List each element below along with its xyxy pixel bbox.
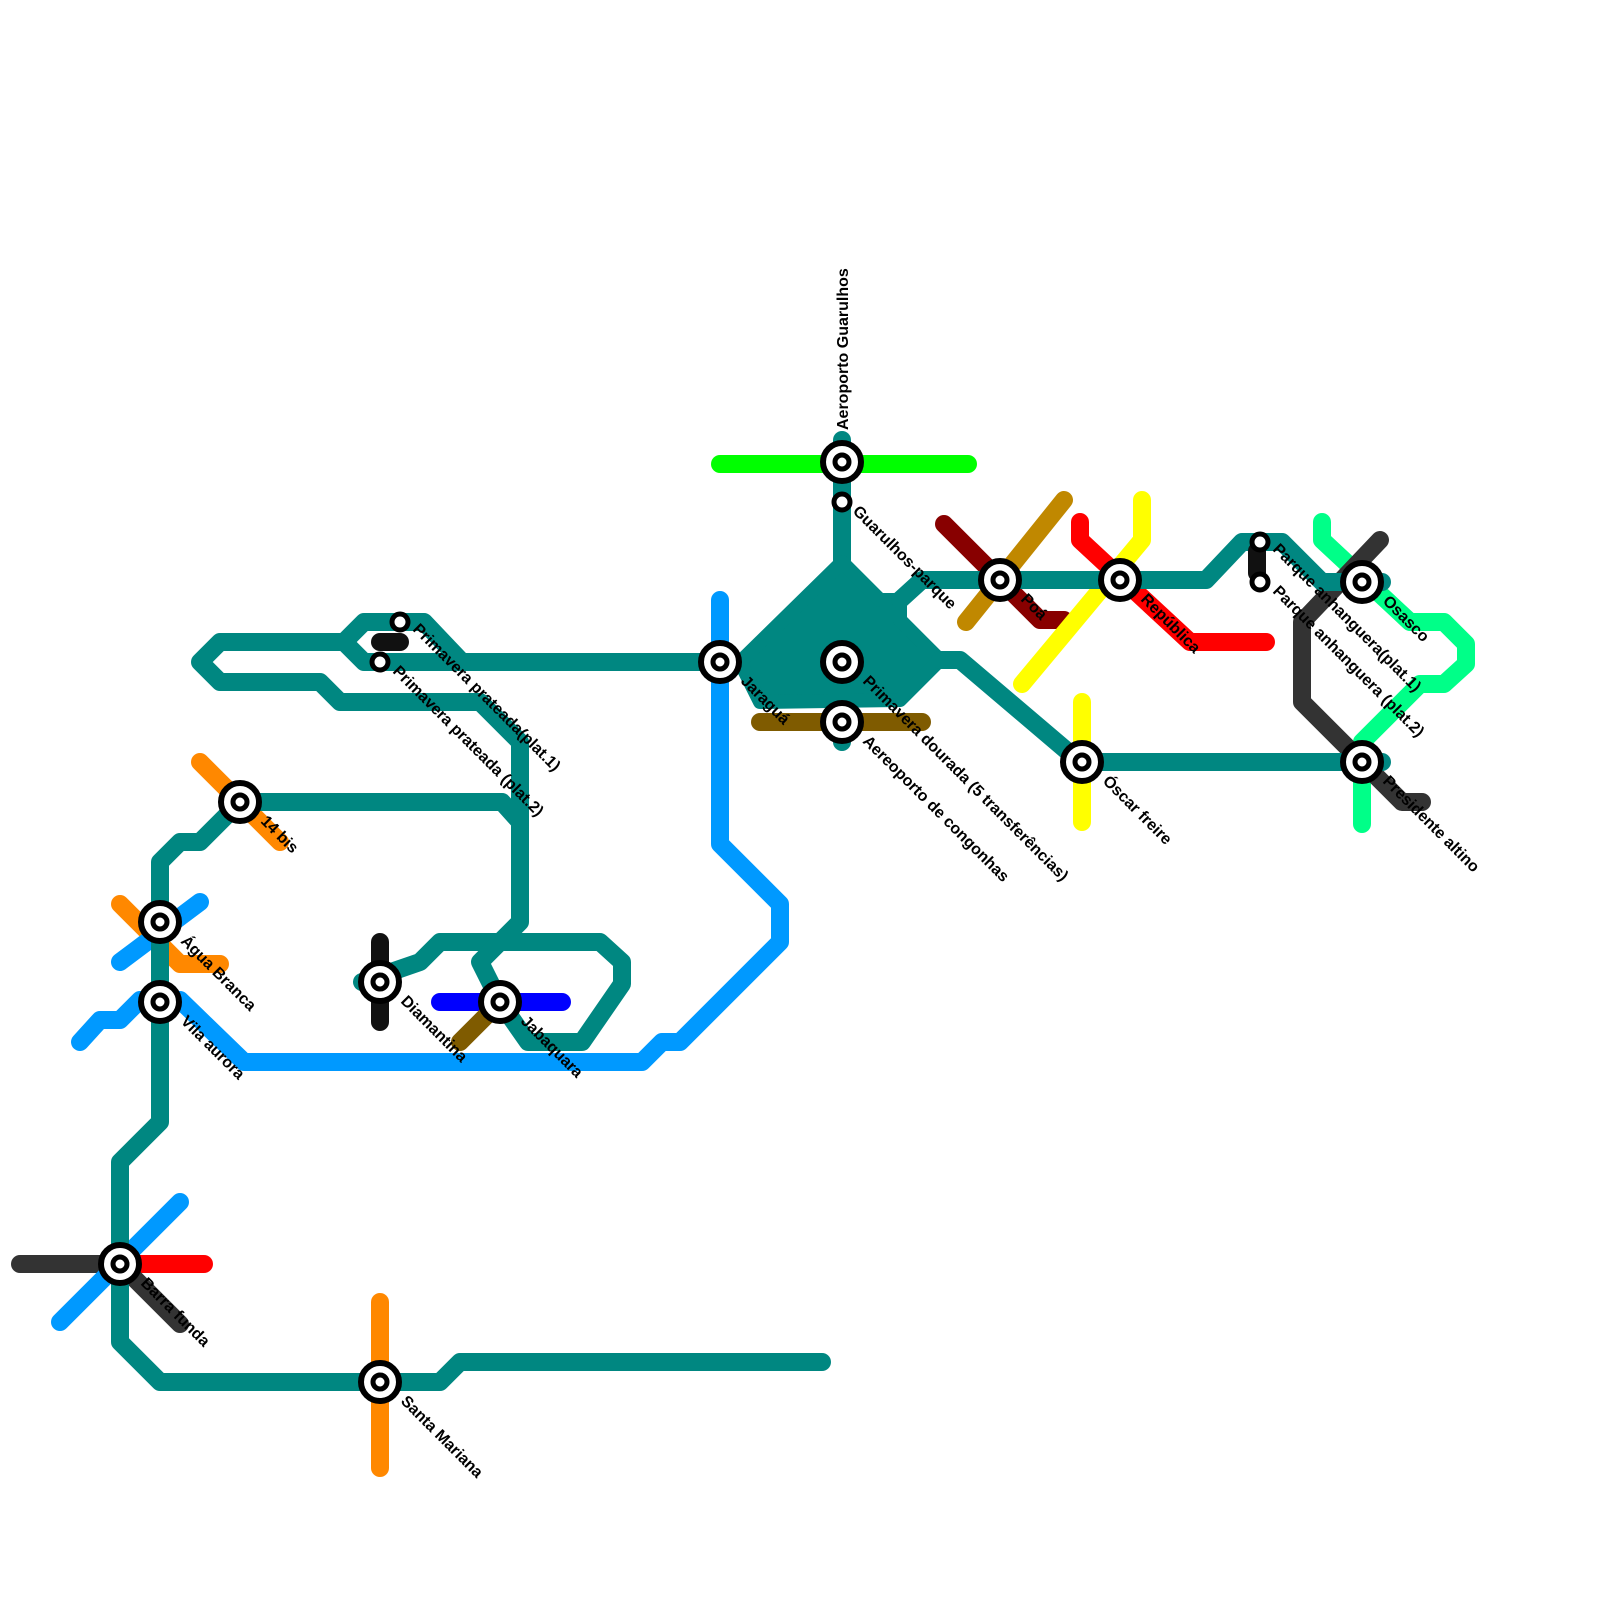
interchange-core bbox=[150, 992, 170, 1012]
teal-primavera-link[interactable] bbox=[335, 633, 471, 671]
interchange-core bbox=[1352, 752, 1372, 772]
line-blue-main[interactable] bbox=[71, 591, 789, 1071]
teal-west-loop[interactable] bbox=[191, 613, 729, 991]
station-aeroporto-guarulhos[interactable]: Aeroporto Guarulhos bbox=[820, 268, 864, 484]
interchange-core bbox=[110, 1254, 130, 1274]
interchange-core bbox=[1110, 570, 1130, 590]
station-label: Barra funda bbox=[137, 1275, 213, 1351]
interchange-core bbox=[370, 1372, 390, 1392]
interchange-core bbox=[490, 992, 510, 1012]
teal-east[interactable] bbox=[931, 651, 1391, 771]
station-label: República bbox=[1137, 591, 1203, 657]
line-teal bbox=[111, 431, 1391, 1391]
line-gold bbox=[957, 491, 1073, 631]
station-label: Primavera dourada (5 transferências) bbox=[859, 673, 1071, 885]
interchange-core bbox=[710, 652, 730, 672]
stop-marker[interactable] bbox=[1249, 531, 1271, 553]
interchange-core bbox=[370, 972, 390, 992]
station-label: Aeroporto Guarulhos bbox=[835, 268, 852, 430]
teal-southwest[interactable] bbox=[111, 793, 831, 1391]
teal-14bis[interactable] bbox=[231, 793, 529, 831]
stop-marker[interactable] bbox=[1249, 571, 1271, 593]
stop-marker[interactable] bbox=[831, 491, 853, 513]
station-label: Óscar freire bbox=[1099, 771, 1176, 848]
line-gold-segment[interactable] bbox=[957, 491, 1073, 631]
stop-marker[interactable] bbox=[389, 611, 411, 633]
interchange-core bbox=[230, 792, 250, 812]
stations: Aeroporto Guarulhos Guarulhos-parque Jar… bbox=[98, 268, 1483, 1482]
interchange-core bbox=[832, 712, 852, 732]
line-darkred-segment[interactable] bbox=[935, 515, 1073, 629]
line-yellow-north[interactable] bbox=[1013, 491, 1151, 693]
station-label: Presidente altino bbox=[1379, 773, 1482, 876]
teal-jabaquara-loop[interactable] bbox=[471, 933, 631, 1051]
stop-marker[interactable] bbox=[369, 651, 391, 673]
teal-northeast[interactable] bbox=[891, 533, 1391, 609]
station-poa[interactable]: Poá bbox=[978, 558, 1050, 624]
interchange-core bbox=[832, 652, 852, 672]
line-darkred bbox=[935, 515, 1073, 629]
interchange-core bbox=[832, 452, 852, 472]
station-label: Santa Mariana bbox=[397, 1393, 486, 1482]
interchange-core bbox=[990, 570, 1010, 590]
interchange-core bbox=[1352, 572, 1372, 592]
interchange-core bbox=[1072, 752, 1092, 772]
line-darkgray-east[interactable] bbox=[1293, 531, 1431, 811]
interchange-core bbox=[150, 912, 170, 932]
